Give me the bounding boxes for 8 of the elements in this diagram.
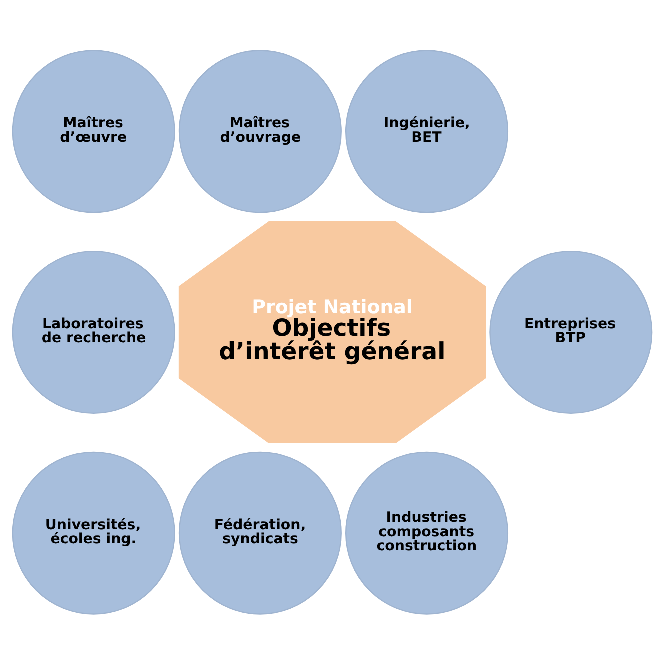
node-circle: Entreprises BTP xyxy=(490,250,653,414)
node-circle: Industries composants construction xyxy=(346,452,509,615)
node-circle: Universités, écoles ing. xyxy=(12,452,176,615)
node-circle: Maîtres d’ouvrage xyxy=(178,50,342,214)
node-circle: Maîtres d’œuvre xyxy=(12,50,176,214)
node-circle: Fédération, syndicats xyxy=(178,452,342,615)
node-circle: Ingénierie, BET xyxy=(346,50,509,214)
node-circle: Laboratoires de recherche xyxy=(12,250,176,414)
